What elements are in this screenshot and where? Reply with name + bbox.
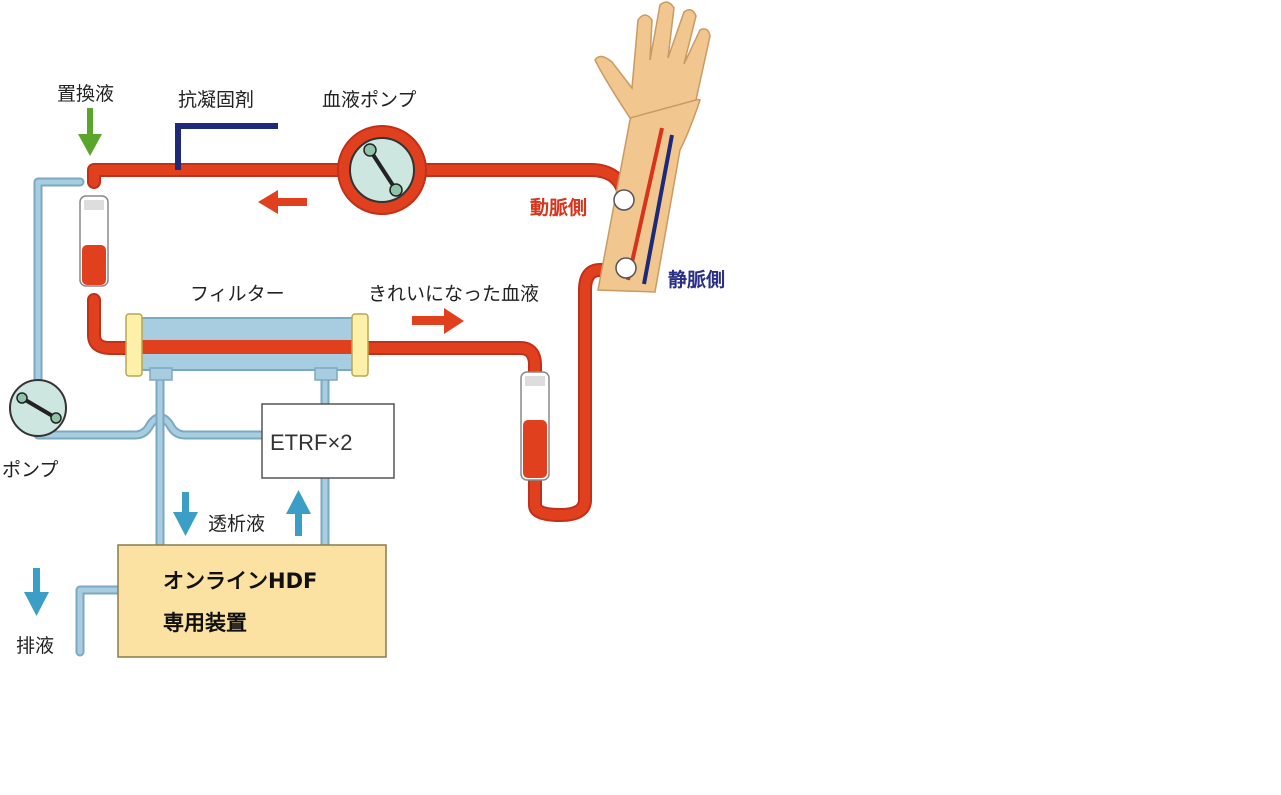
device-label-line2: 専用装置: [163, 611, 247, 635]
filter: [125, 313, 369, 381]
device-label-line1: オンラインHDF: [163, 569, 317, 593]
drain-label: 排液: [16, 635, 54, 657]
etrf-box: [261, 403, 395, 479]
replacement-fluid-arrow: [78, 108, 102, 156]
arterial-needle: [613, 189, 635, 211]
etrf-label: ETRF×2: [270, 430, 353, 455]
clean-blood-label: きれいになった血液: [368, 283, 539, 305]
anticoagulant-line: [175, 123, 278, 170]
replacement-fluid-line: [33, 177, 85, 405]
anticoagulant-label: 抗凝固剤: [178, 89, 254, 111]
pump-label: ポンプ: [2, 459, 58, 481]
blood-pump: [337, 125, 427, 215]
online-hdf-device: [117, 544, 387, 658]
filter-label: フィルター: [190, 283, 285, 305]
arterial-side-label: 動脈側: [530, 196, 587, 219]
blood-pump-label: 血液ポンプ: [322, 89, 416, 111]
drip-chamber-arterial: [79, 195, 109, 287]
drain-line: [75, 585, 123, 657]
dialysate-label: 透析液: [208, 513, 265, 535]
fluid-pump: [9, 379, 67, 437]
drip-chamber-venous: [520, 371, 550, 481]
dialysate-up-arrow: [286, 490, 311, 536]
venous-side-label: 静脈側: [668, 268, 725, 291]
drain-down-arrow: [24, 568, 49, 616]
replacement-fluid-label: 置換液: [57, 83, 114, 105]
arm-illustration: [594, 1, 711, 293]
dialysate-down-arrow: [173, 492, 198, 536]
hand-icon: [594, 1, 711, 119]
blood-flow-arrow-right: [412, 308, 464, 334]
venous-needle: [615, 257, 637, 279]
blood-flow-arrow-left: [258, 190, 307, 214]
